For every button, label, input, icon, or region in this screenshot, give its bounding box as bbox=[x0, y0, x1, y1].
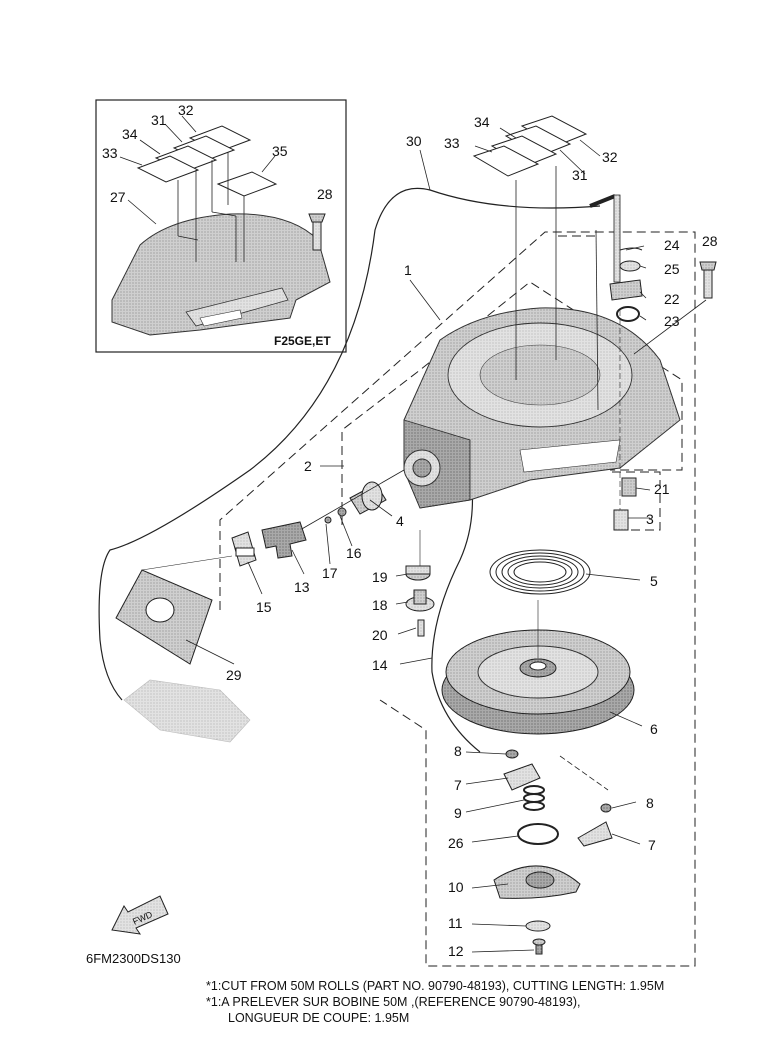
engine-bracket-outline bbox=[123, 679, 251, 743]
callout-1: 1 bbox=[404, 262, 412, 278]
inset-decal-35 bbox=[216, 171, 278, 197]
callout-19: 19 bbox=[372, 569, 388, 585]
reel-pulley-6 bbox=[441, 600, 635, 735]
callout-3: 3 bbox=[646, 511, 654, 527]
leader-lines bbox=[185, 149, 651, 953]
spacer-parts bbox=[405, 530, 435, 637]
note-line-fr: *1:A PRELEVER SUR BOBINE 50M ,(REFERENCE… bbox=[206, 995, 581, 1009]
assembly-boundaries bbox=[219, 231, 696, 967]
callout-9: 9 bbox=[454, 805, 462, 821]
diagram-code: 6FM2300DS130 bbox=[86, 951, 181, 966]
inset-callout-34: 34 bbox=[122, 126, 138, 142]
inset-cover-part-27 bbox=[111, 213, 331, 336]
callout-31: 31 bbox=[572, 167, 588, 183]
callout-2: 2 bbox=[304, 458, 312, 474]
inset-model-label: F25GE,ET bbox=[274, 334, 331, 348]
callout-29: 29 bbox=[226, 667, 242, 683]
callout-12: 12 bbox=[448, 943, 464, 959]
inset-callout-32: 32 bbox=[178, 102, 194, 118]
callout-10: 10 bbox=[448, 879, 464, 895]
callout-26: 26 bbox=[448, 835, 464, 851]
inset-callout-31: 31 bbox=[151, 112, 167, 128]
fwd-arrow: FWD bbox=[111, 895, 169, 935]
cutting-notes: *1:CUT FROM 50M ROLLS (PART NO. 90790-48… bbox=[206, 978, 766, 1026]
callout-23: 23 bbox=[664, 313, 680, 329]
callout-14: 14 bbox=[372, 657, 388, 673]
inset-callout-33: 33 bbox=[102, 145, 118, 161]
callout-15: 15 bbox=[256, 599, 272, 615]
callout-4: 4 bbox=[396, 513, 404, 529]
callout-25: 25 bbox=[664, 261, 680, 277]
small-parts-right bbox=[609, 194, 717, 531]
callout-8-upper: 8 bbox=[454, 743, 462, 759]
decals-top bbox=[472, 115, 601, 411]
note-line-fr-cont: LONGUEUR DE COUPE: 1.95M bbox=[228, 1011, 410, 1025]
inset-bolt-28 bbox=[308, 213, 326, 251]
callout-30: 30 bbox=[406, 133, 422, 149]
callout-7-upper: 7 bbox=[454, 777, 462, 793]
lower-parts bbox=[493, 749, 613, 955]
callout-32: 32 bbox=[602, 149, 618, 165]
cable-14 bbox=[431, 469, 481, 753]
starter-housing bbox=[403, 307, 681, 509]
callout-13: 13 bbox=[294, 579, 310, 595]
callout-17: 17 bbox=[322, 565, 338, 581]
handle-parts bbox=[231, 469, 405, 567]
callout-21: 21 bbox=[654, 481, 670, 497]
callout-33: 33 bbox=[444, 135, 460, 151]
note-line-en: *1:CUT FROM 50M ROLLS (PART NO. 90790-48… bbox=[206, 979, 665, 993]
spiral-spring-5 bbox=[489, 549, 591, 595]
callout-20: 20 bbox=[372, 627, 388, 643]
inset-callout-28: 28 bbox=[317, 186, 333, 202]
inset-callout-27: 27 bbox=[110, 189, 126, 205]
inset-decal-33 bbox=[136, 155, 200, 183]
callout-24: 24 bbox=[664, 237, 680, 253]
callout-28: 28 bbox=[702, 233, 718, 249]
callout-34: 34 bbox=[474, 114, 490, 130]
inset-callout-35: 35 bbox=[272, 143, 288, 159]
callout-18: 18 bbox=[372, 597, 388, 613]
pad-29 bbox=[115, 555, 233, 665]
callout-5: 5 bbox=[650, 573, 658, 589]
inset-panel: 32 31 34 33 35 27 28 F25GE,ET bbox=[95, 99, 347, 353]
callout-8-lower: 8 bbox=[646, 795, 654, 811]
cable-30 bbox=[98, 187, 601, 701]
callout-7-lower: 7 bbox=[648, 837, 656, 853]
callout-22: 22 bbox=[664, 291, 680, 307]
callout-11: 11 bbox=[448, 915, 463, 931]
callout-16: 16 bbox=[346, 545, 362, 561]
callout-6: 6 bbox=[650, 721, 658, 737]
